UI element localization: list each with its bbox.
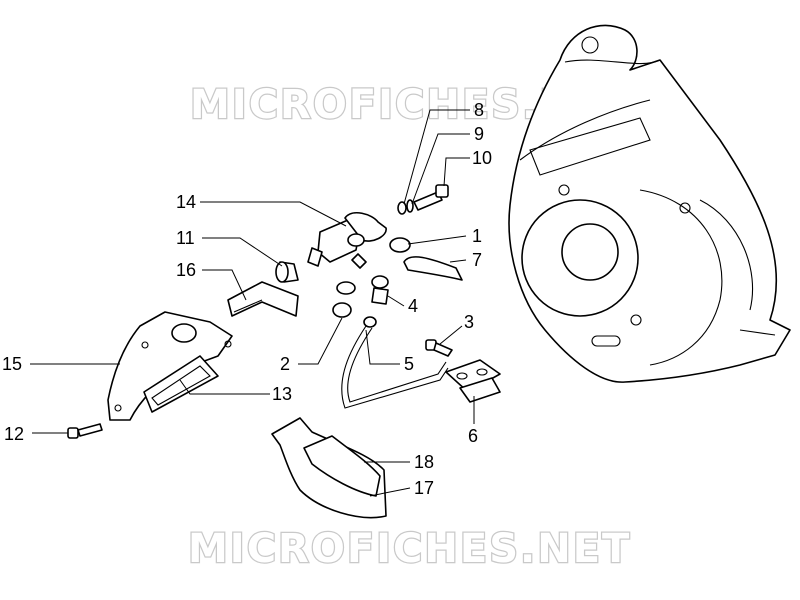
gasket-part-16 — [227, 281, 299, 317]
leader-lines — [30, 109, 475, 497]
flange-part-6 — [445, 359, 501, 403]
callout-6: 6 — [468, 426, 478, 446]
callout-4: 4 — [408, 296, 418, 316]
callout-17: 17 — [414, 478, 434, 498]
callout-12: 12 — [4, 424, 24, 444]
pipe-part-5 — [341, 316, 449, 409]
spacer-part-11 — [275, 261, 299, 283]
callout-5: 5 — [404, 354, 414, 374]
screw-washer-parts-8-9-10 — [397, 184, 449, 215]
callout-10: 10 — [472, 148, 492, 168]
callout-14: 14 — [176, 192, 196, 212]
callout-13: 13 — [272, 384, 292, 404]
callout-11: 11 — [176, 228, 195, 248]
watermark-bottom: MICROFICHES.NET — [188, 526, 631, 572]
hose-part-4 — [336, 275, 389, 305]
callout-2: 2 — [280, 354, 290, 374]
valve-body-part-14 — [307, 211, 387, 269]
hose-part-7 — [403, 256, 463, 281]
callout-9: 9 — [474, 124, 484, 144]
screw-part-12 — [67, 423, 103, 439]
callout-7: 7 — [472, 250, 482, 270]
callout-1: 1 — [472, 226, 482, 246]
callout-15: 15 — [2, 354, 22, 374]
pad-part-18 — [303, 435, 381, 497]
clip-part-2 — [332, 302, 352, 318]
clip-part-1 — [389, 237, 411, 253]
callout-8: 8 — [474, 100, 484, 120]
gasket-part-13 — [143, 355, 219, 413]
screw-part-3 — [425, 339, 453, 357]
callout-16: 16 — [176, 260, 196, 280]
callout-18: 18 — [414, 452, 434, 472]
callout-3: 3 — [464, 312, 474, 332]
engine-housing — [508, 24, 791, 383]
bracket-part-15 — [107, 311, 233, 421]
